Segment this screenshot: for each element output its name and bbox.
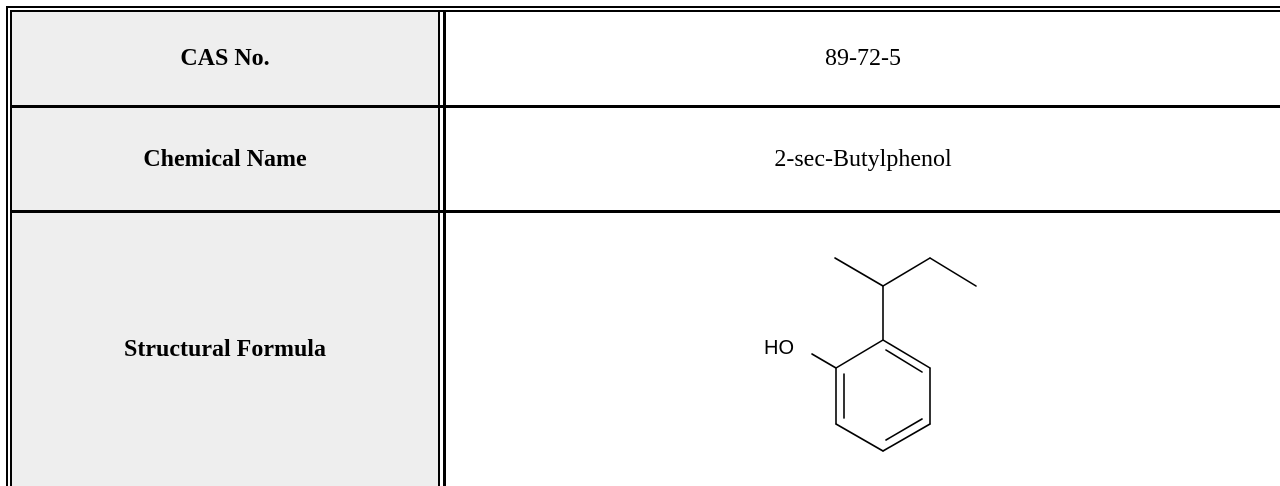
cas-number-label: CAS No. bbox=[12, 12, 438, 105]
table-border bbox=[6, 6, 1280, 8]
row-divider bbox=[10, 105, 1280, 108]
double-bond-line bbox=[885, 418, 923, 441]
table-border bbox=[6, 6, 8, 486]
table-border bbox=[10, 10, 12, 486]
hydroxyl-label: HO bbox=[764, 337, 794, 359]
table-border bbox=[10, 10, 1280, 12]
bond-line bbox=[929, 257, 977, 287]
bond-line bbox=[882, 423, 931, 452]
bond-line bbox=[835, 423, 884, 452]
bond-line bbox=[811, 353, 837, 369]
cas-number-value: 89-72-5 bbox=[446, 12, 1280, 105]
chemical-name-value: 2-sec-Butylphenol bbox=[446, 108, 1280, 210]
structural-formula-diagram: HO bbox=[764, 257, 977, 452]
bond-line bbox=[882, 257, 931, 287]
bond-line bbox=[882, 339, 931, 369]
structural-formula-cell bbox=[446, 213, 1280, 486]
bond-line bbox=[835, 339, 884, 369]
column-divider bbox=[438, 10, 440, 486]
chemical-name-label: Chemical Name bbox=[12, 108, 438, 210]
double-bond-line bbox=[885, 349, 923, 373]
bond-line bbox=[834, 257, 884, 287]
column-divider bbox=[443, 10, 446, 486]
structural-formula-label: Structural Formula bbox=[12, 213, 438, 486]
row-divider bbox=[10, 210, 1280, 213]
